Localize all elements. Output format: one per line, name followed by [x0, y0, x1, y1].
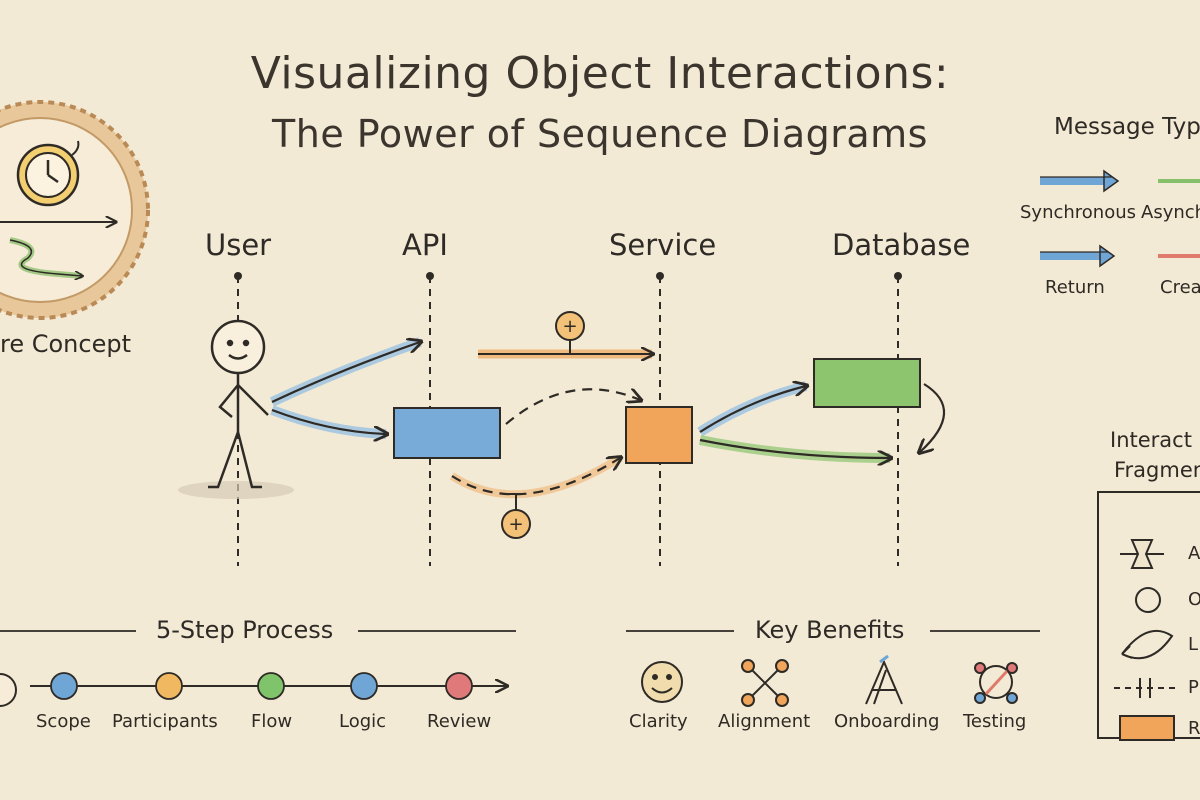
fragment-par-label: P — [1188, 677, 1199, 698]
api-activation-box — [393, 407, 501, 459]
smiley-icon — [641, 661, 683, 703]
opt-circle-icon — [1135, 587, 1161, 613]
title-line-1: Visualizing Object Interactions: — [250, 48, 950, 99]
process-timeline — [0, 672, 506, 707]
participant-user: User — [205, 228, 272, 262]
ref-box-icon — [1119, 715, 1175, 741]
title-line-2: The Power of Sequence Diagrams — [272, 112, 928, 156]
message-types-heading: Message Typ — [1054, 114, 1200, 140]
participant-service: Service — [609, 228, 717, 262]
step-dot-flow — [257, 672, 285, 700]
message-return-to-service: + — [449, 454, 620, 539]
create-plus-icon — [555, 311, 585, 341]
participant-database: Database — [832, 228, 971, 262]
core-concept-label: re Concept — [0, 330, 131, 358]
benefit-onboarding-label: Onboarding — [834, 711, 940, 732]
testing-icon — [974, 662, 1018, 704]
message-async-api-to-service — [505, 389, 640, 425]
message-service-to-database — [697, 386, 806, 437]
lifeline-heads — [234, 272, 902, 280]
benefit-clarity-label: Clarity — [629, 711, 688, 732]
step-dot-participants — [155, 672, 183, 700]
step-dot-scope — [50, 672, 78, 700]
onboarding-icon — [865, 654, 903, 705]
fragments-heading-line-2: Fragmen — [1114, 458, 1200, 482]
par-icon — [1114, 678, 1176, 698]
step-flow-label: Flow — [251, 711, 293, 732]
fragments-heading-line-1: Interact — [1110, 428, 1192, 452]
alt-fragment-icon — [1120, 539, 1164, 569]
user-stick-figure-icon — [178, 319, 294, 499]
core-concept-badge — [0, 100, 150, 320]
step-dot-logic — [350, 672, 378, 700]
service-activation-box — [625, 406, 693, 464]
fragments-box — [1097, 491, 1200, 741]
fragment-opt-label: O — [1188, 589, 1200, 610]
process-start-icon — [0, 673, 17, 707]
database-activation-box — [813, 358, 921, 408]
message-database-self-return — [920, 383, 946, 452]
message-types-arrows — [1040, 169, 1200, 268]
benefits-heading: Key Benefits — [755, 616, 905, 644]
participant-api: API — [402, 228, 448, 262]
message-create-to-service: + — [478, 311, 652, 354]
message-type-create: Crea — [1160, 277, 1200, 298]
step-review-label: Review — [427, 711, 492, 732]
message-user-to-api-lower — [270, 405, 386, 434]
fragment-ref-label: R — [1188, 718, 1200, 739]
fragment-alt-label: A — [1188, 543, 1200, 564]
message-type-asynchronous: Asynch — [1141, 202, 1200, 223]
step-scope-label: Scope — [36, 711, 91, 732]
clock-icon — [16, 140, 80, 207]
svg-text:+: + — [508, 514, 523, 535]
message-type-synchronous: Synchronous — [1020, 202, 1137, 223]
step-logic-label: Logic — [339, 711, 387, 732]
message-user-to-api-upper — [269, 337, 420, 407]
message-service-to-database-lower — [699, 435, 890, 458]
step-dot-review — [445, 672, 473, 700]
loop-icon — [1121, 629, 1174, 660]
svg-text:+: + — [562, 316, 577, 337]
step-participants-label: Participants — [112, 711, 218, 732]
alignment-icon — [741, 659, 789, 707]
benefit-alignment-label: Alignment — [718, 711, 811, 732]
process-heading: 5-Step Process — [156, 616, 334, 644]
return-plus-icon — [501, 509, 531, 539]
fragment-loop-label: L — [1188, 634, 1199, 655]
message-type-return: Return — [1045, 277, 1105, 298]
benefit-testing-label: Testing — [963, 711, 1027, 732]
